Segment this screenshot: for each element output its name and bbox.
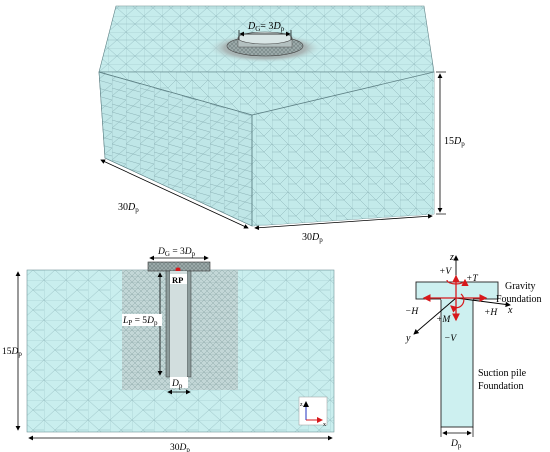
section-pile-diameter-label: Dp — [171, 379, 183, 390]
schematic: z x y +V +T −H +H +M −V Gravity Foundati… — [405, 252, 542, 450]
label-plus-t: +T — [466, 274, 478, 284]
pile-d-label-bg — [170, 377, 188, 388]
label-minus-v: −V — [444, 334, 457, 344]
top-depth-label: 30Dp — [118, 202, 139, 214]
schematic-y-axis — [413, 297, 457, 335]
top-width-arrow — [254, 213, 433, 231]
section-height-label: 15Dp — [2, 347, 22, 358]
gravity-caption-line1: Gravity — [505, 281, 536, 292]
axis-triad-z-label: z — [300, 402, 303, 408]
top-diameter-label: DG= 3Dp — [247, 21, 285, 33]
schematic-y-label: y — [405, 333, 411, 344]
section-view: RP DG = 3Dp LP = 5Dp Dp 15Dp 30Dp — [2, 247, 335, 452]
length-label-bg — [122, 314, 162, 326]
gravity-caption-line2: Foundation — [496, 294, 542, 305]
top-width-label: 30Dp — [302, 232, 323, 244]
schematic-dp-label: Dp — [450, 439, 462, 450]
label-minus-h: −H — [405, 307, 419, 317]
label-plus-v: +V — [439, 267, 452, 277]
schematic-z-label: z — [449, 252, 454, 263]
axis-triad-x-label: x — [323, 422, 326, 428]
section-diameter-label: DG = 3Dp — [157, 247, 196, 258]
schematic-x-label: x — [507, 305, 513, 316]
section-pile-interior — [170, 271, 187, 377]
rp-label: RP — [172, 275, 183, 285]
section-width-label: 30Dp — [170, 443, 190, 452]
section-length-label: LP = 5Dp — [122, 316, 158, 327]
suction-caption-line1: Suction pile — [478, 368, 527, 379]
block-edge-front — [98, 71, 253, 116]
block-front-right — [252, 72, 434, 226]
top-height-label: 15Dp — [444, 136, 465, 148]
label-plus-h: +H — [484, 308, 498, 318]
block-edge-right — [251, 71, 435, 116]
top-depth-arrow — [100, 159, 249, 229]
rp-label-bg — [170, 274, 187, 284]
section-pile-left-wall — [165, 270, 171, 378]
torque-plus-t-arrow — [446, 278, 469, 287]
suction-caption-line2: Foundation — [478, 381, 524, 392]
top-block: DG= 3Dp 15Dp 30Dp 30Dp — [98, 5, 465, 244]
axis-triad-box — [298, 396, 328, 426]
label-plus-m: +M — [436, 315, 451, 325]
section-pile-right-wall — [186, 270, 192, 378]
moment-plus-m-arrow — [450, 293, 465, 313]
